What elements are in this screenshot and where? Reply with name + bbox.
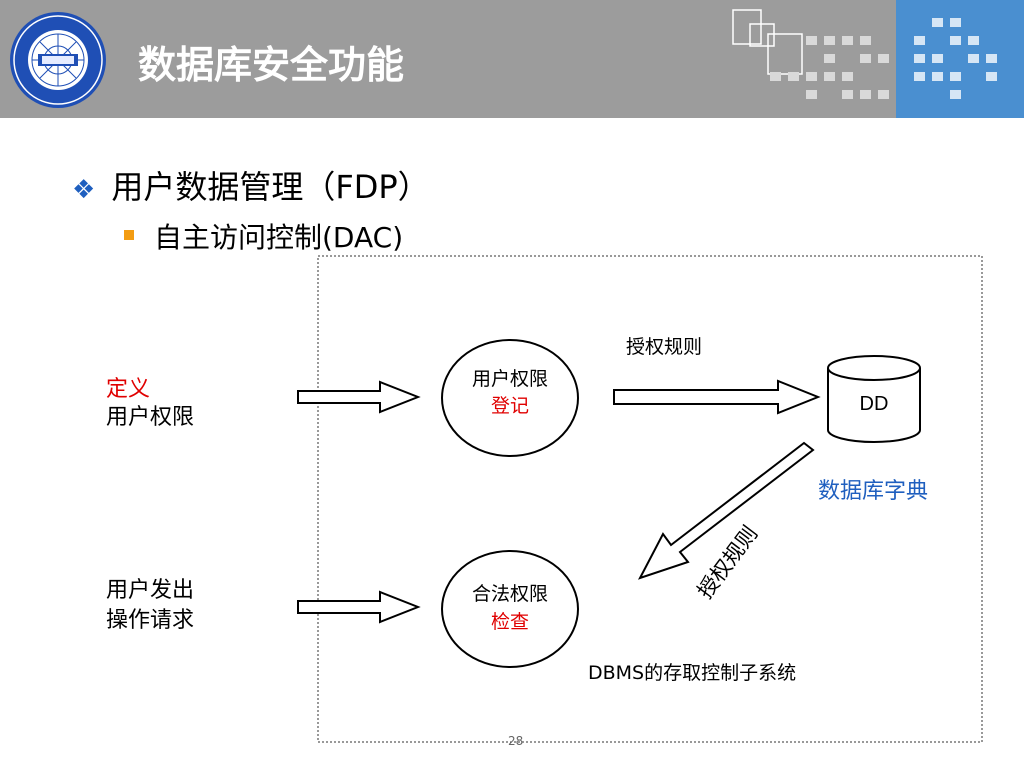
diamond-bullet-icon: ❖ <box>72 175 96 205</box>
db-caption: 数据库字典 <box>818 479 929 504</box>
ellipse-top-line2: 登记 <box>490 395 529 417</box>
bullet-level2: 自主访问控制(DAC) <box>124 216 403 256</box>
deco-outline-square <box>767 33 803 75</box>
deco-pixels-blue <box>914 18 997 99</box>
ellipse-bottom-line2: 检查 <box>490 611 529 633</box>
left-top-line1: 定义 <box>106 377 151 402</box>
subsystem-boundary <box>317 255 983 743</box>
subsystem-caption: DBMS的存取控制子系统 <box>588 662 797 684</box>
arrow-request-to-check <box>297 590 421 624</box>
bullet-level2-text: 自主访问控制(DAC) <box>154 221 404 254</box>
header-bar <box>0 0 1024 118</box>
deco-outline-square <box>749 23 775 47</box>
deco-outline-square <box>732 9 762 45</box>
deco-pixels-gray <box>770 36 889 99</box>
arrow-register-to-dd <box>613 379 821 415</box>
page-number: 28 <box>508 734 524 748</box>
organization-logo-icon <box>10 12 106 108</box>
db-label: DD <box>859 393 889 415</box>
bullet-level1: ❖ 用户数据管理（FDP） <box>72 162 430 208</box>
bullet-level1-text: 用户数据管理（FDP） <box>111 168 430 206</box>
arrow-define-to-register <box>297 380 421 414</box>
ellipse-bottom-label: 合法权限 检查 <box>462 580 558 636</box>
ellipse-permission-check <box>441 550 579 668</box>
ellipse-permission-register <box>441 339 579 457</box>
page-title: 数据库安全功能 <box>138 43 405 87</box>
left-bottom-line2: 操作请求 <box>106 608 195 633</box>
arrow-label-top: 授权规则 <box>626 336 703 358</box>
ellipse-top-line1: 用户权限 <box>471 368 548 390</box>
square-bullet-icon <box>124 230 134 240</box>
left-label-define: 定义 用户权限 <box>106 376 194 432</box>
left-top-line2: 用户权限 <box>106 405 195 430</box>
arrow-dd-to-check <box>637 441 815 580</box>
database-cylinder-icon <box>827 355 921 443</box>
ellipse-bottom-line1: 合法权限 <box>471 583 548 605</box>
ellipse-top-label: 用户权限 登记 <box>462 366 558 420</box>
left-label-request: 用户发出 操作请求 <box>106 576 194 636</box>
left-bottom-line1: 用户发出 <box>106 578 195 603</box>
